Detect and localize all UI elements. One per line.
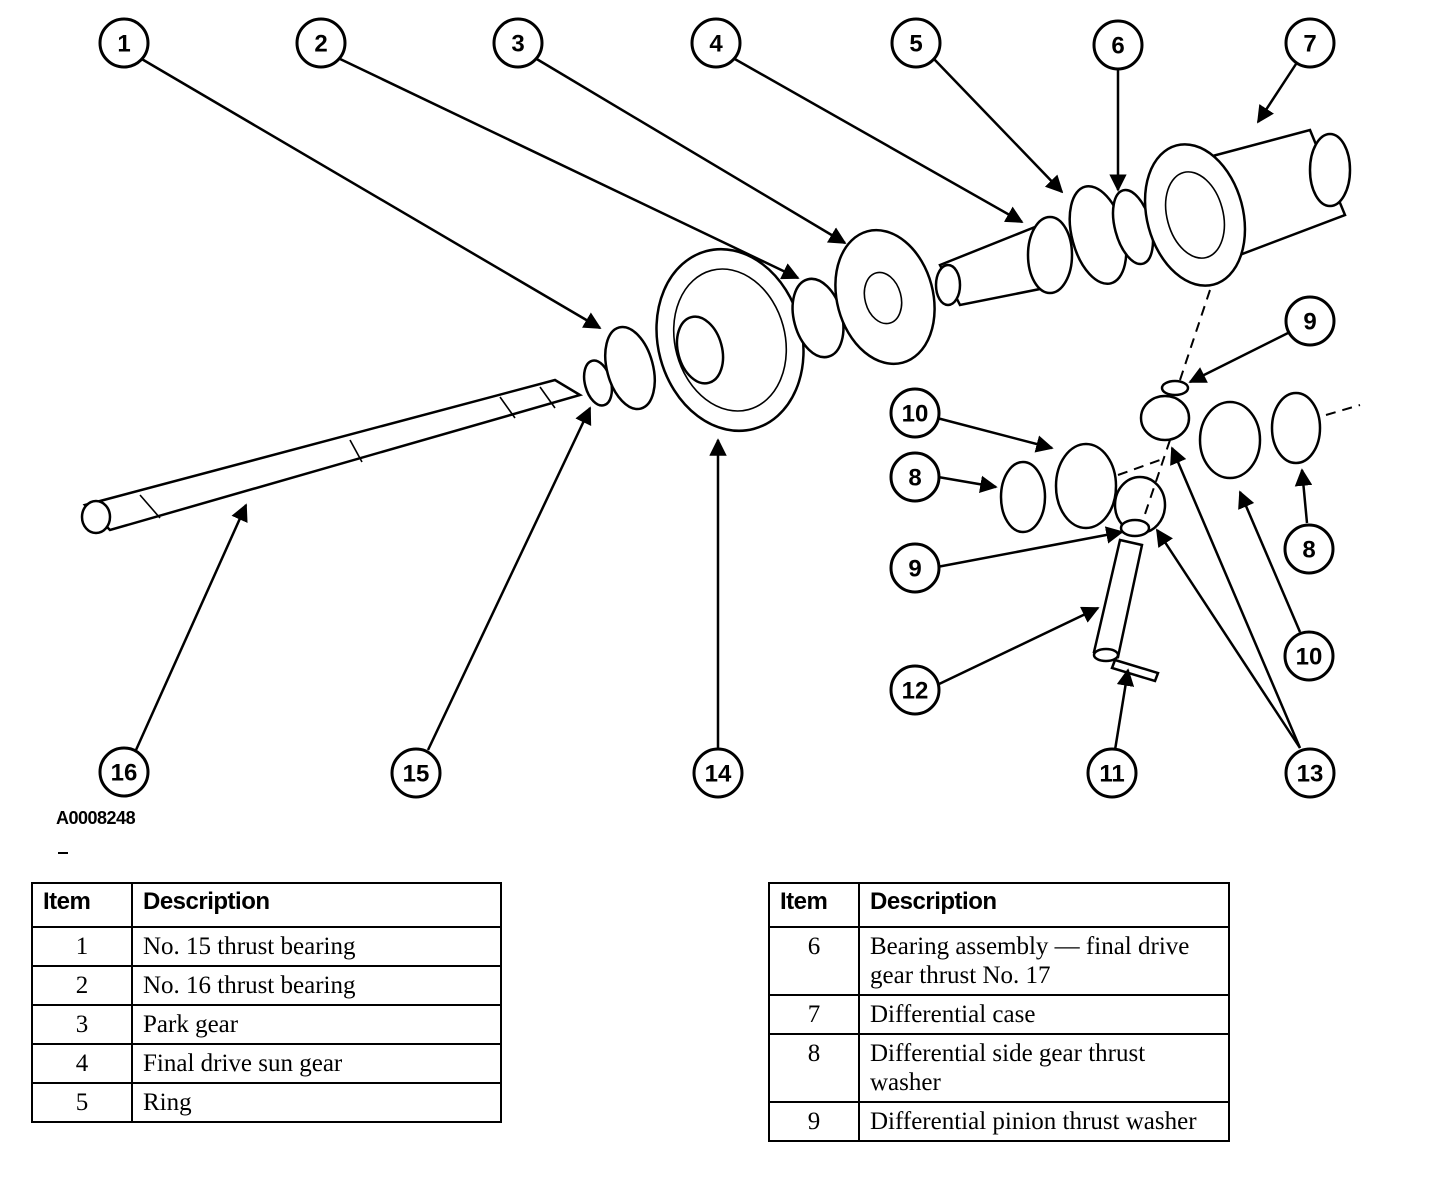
callout-16: 16 [98, 746, 150, 798]
item-description: Final drive sun gear [131, 1043, 502, 1084]
callout-10-left-label: 10 [902, 401, 929, 428]
callout-10-right-label: 10 [1296, 644, 1323, 671]
item-number: 6 [768, 926, 860, 996]
callout-8-left: 8 [889, 451, 941, 503]
side-gear-washer-left-part [999, 460, 1047, 534]
callout-3-label: 3 [511, 31, 524, 58]
callout-4-label: 4 [709, 31, 723, 58]
callout-5: 5 [890, 17, 942, 69]
callout-8-right: 8 [1283, 523, 1335, 575]
callout-6-label: 6 [1111, 33, 1124, 60]
item-number: 8 [768, 1033, 860, 1103]
item-number: 2 [31, 965, 133, 1006]
item-description: Differential case [858, 994, 1230, 1035]
callout-11: 11 [1086, 747, 1138, 799]
description-column-header: Description [131, 882, 502, 928]
callout-1-label: 1 [117, 31, 130, 58]
callout-2: 2 [295, 17, 347, 69]
callout-5-label: 5 [909, 31, 922, 58]
pinion-washer-lower-part [1119, 518, 1151, 538]
callout-14: 14 [692, 747, 744, 799]
item-number: 9 [768, 1101, 860, 1142]
side-gear-washer-right-part [1270, 391, 1322, 465]
output-shaft-part [80, 378, 584, 535]
table-header-row: Item Description [768, 882, 1230, 928]
item-description: No. 16 thrust bearing [131, 965, 502, 1006]
callout-9-lower-label: 9 [908, 556, 921, 583]
callout-8-right-label: 8 [1302, 537, 1315, 564]
item-description: Park gear [131, 1004, 502, 1045]
callout-1: 1 [98, 17, 150, 69]
leader-lines [134, 56, 1313, 751]
callout-3: 3 [492, 17, 544, 69]
callout-7-label: 7 [1303, 31, 1316, 58]
item-description: Bearing assembly — final drive gear thru… [858, 926, 1230, 996]
callout-15: 15 [390, 747, 442, 799]
item-number: 4 [31, 1043, 133, 1084]
callout-16-label: 16 [111, 760, 138, 787]
callout-14-label: 14 [705, 761, 732, 788]
callout-13-label: 13 [1297, 761, 1324, 788]
park-gear-part [834, 228, 936, 366]
item-number: 3 [31, 1004, 133, 1045]
callout-7: 7 [1284, 17, 1336, 69]
carrier-assembly-part [655, 247, 805, 433]
callout-11-label: 11 [1099, 761, 1124, 788]
figure-id: A0008248 [56, 808, 136, 828]
item-description: Differential side gear thrust washer [858, 1033, 1230, 1103]
side-gear-left-part [1054, 442, 1118, 530]
item-column-header: Item [768, 882, 860, 928]
item-description: Differential pinion thrust washer [858, 1101, 1230, 1142]
pinion-shaft-part [1092, 538, 1144, 663]
callout-4: 4 [690, 17, 742, 69]
callout-9-upper: 9 [1284, 295, 1336, 347]
callout-12: 12 [889, 664, 941, 716]
final-drive-sun-gear-part [934, 215, 1074, 307]
callout-2-label: 2 [314, 31, 327, 58]
callout-8-left-label: 8 [908, 465, 921, 492]
pinion-gear-upper-part [1139, 394, 1191, 442]
retaining-pin-part [1110, 658, 1160, 683]
item-column-header: Item [31, 882, 133, 928]
thrust-bearing-no15-part [604, 325, 656, 411]
callout-9-upper-label: 9 [1303, 309, 1316, 336]
item-description: No. 15 thrust bearing [131, 926, 502, 967]
callout-12-label: 12 [902, 678, 929, 705]
item-description: Ring [131, 1082, 502, 1123]
callout-10-left: 10 [889, 387, 941, 439]
callout-13: 13 [1284, 747, 1336, 799]
callout-9-lower: 9 [889, 542, 941, 594]
item-number: 7 [768, 994, 860, 1035]
exploded-view-diagram: 1 2 3 4 5 6 7 9 10 8 8 9 10 12 16 15 14 … [80, 17, 1361, 799]
pinion-washer-upper-part [1160, 379, 1190, 397]
side-gear-right-part [1198, 400, 1262, 480]
callout-15-label: 15 [403, 761, 430, 788]
callout-10-right: 10 [1283, 630, 1335, 682]
dash-mark [58, 852, 68, 854]
differential-case-part [1143, 128, 1352, 287]
table-header-row: Item Description [31, 882, 502, 928]
description-column-header: Description [858, 882, 1230, 928]
item-number: 5 [31, 1082, 133, 1123]
callout-6: 6 [1092, 19, 1144, 71]
item-number: 1 [31, 926, 133, 967]
assembly-centerlines [1117, 289, 1361, 521]
